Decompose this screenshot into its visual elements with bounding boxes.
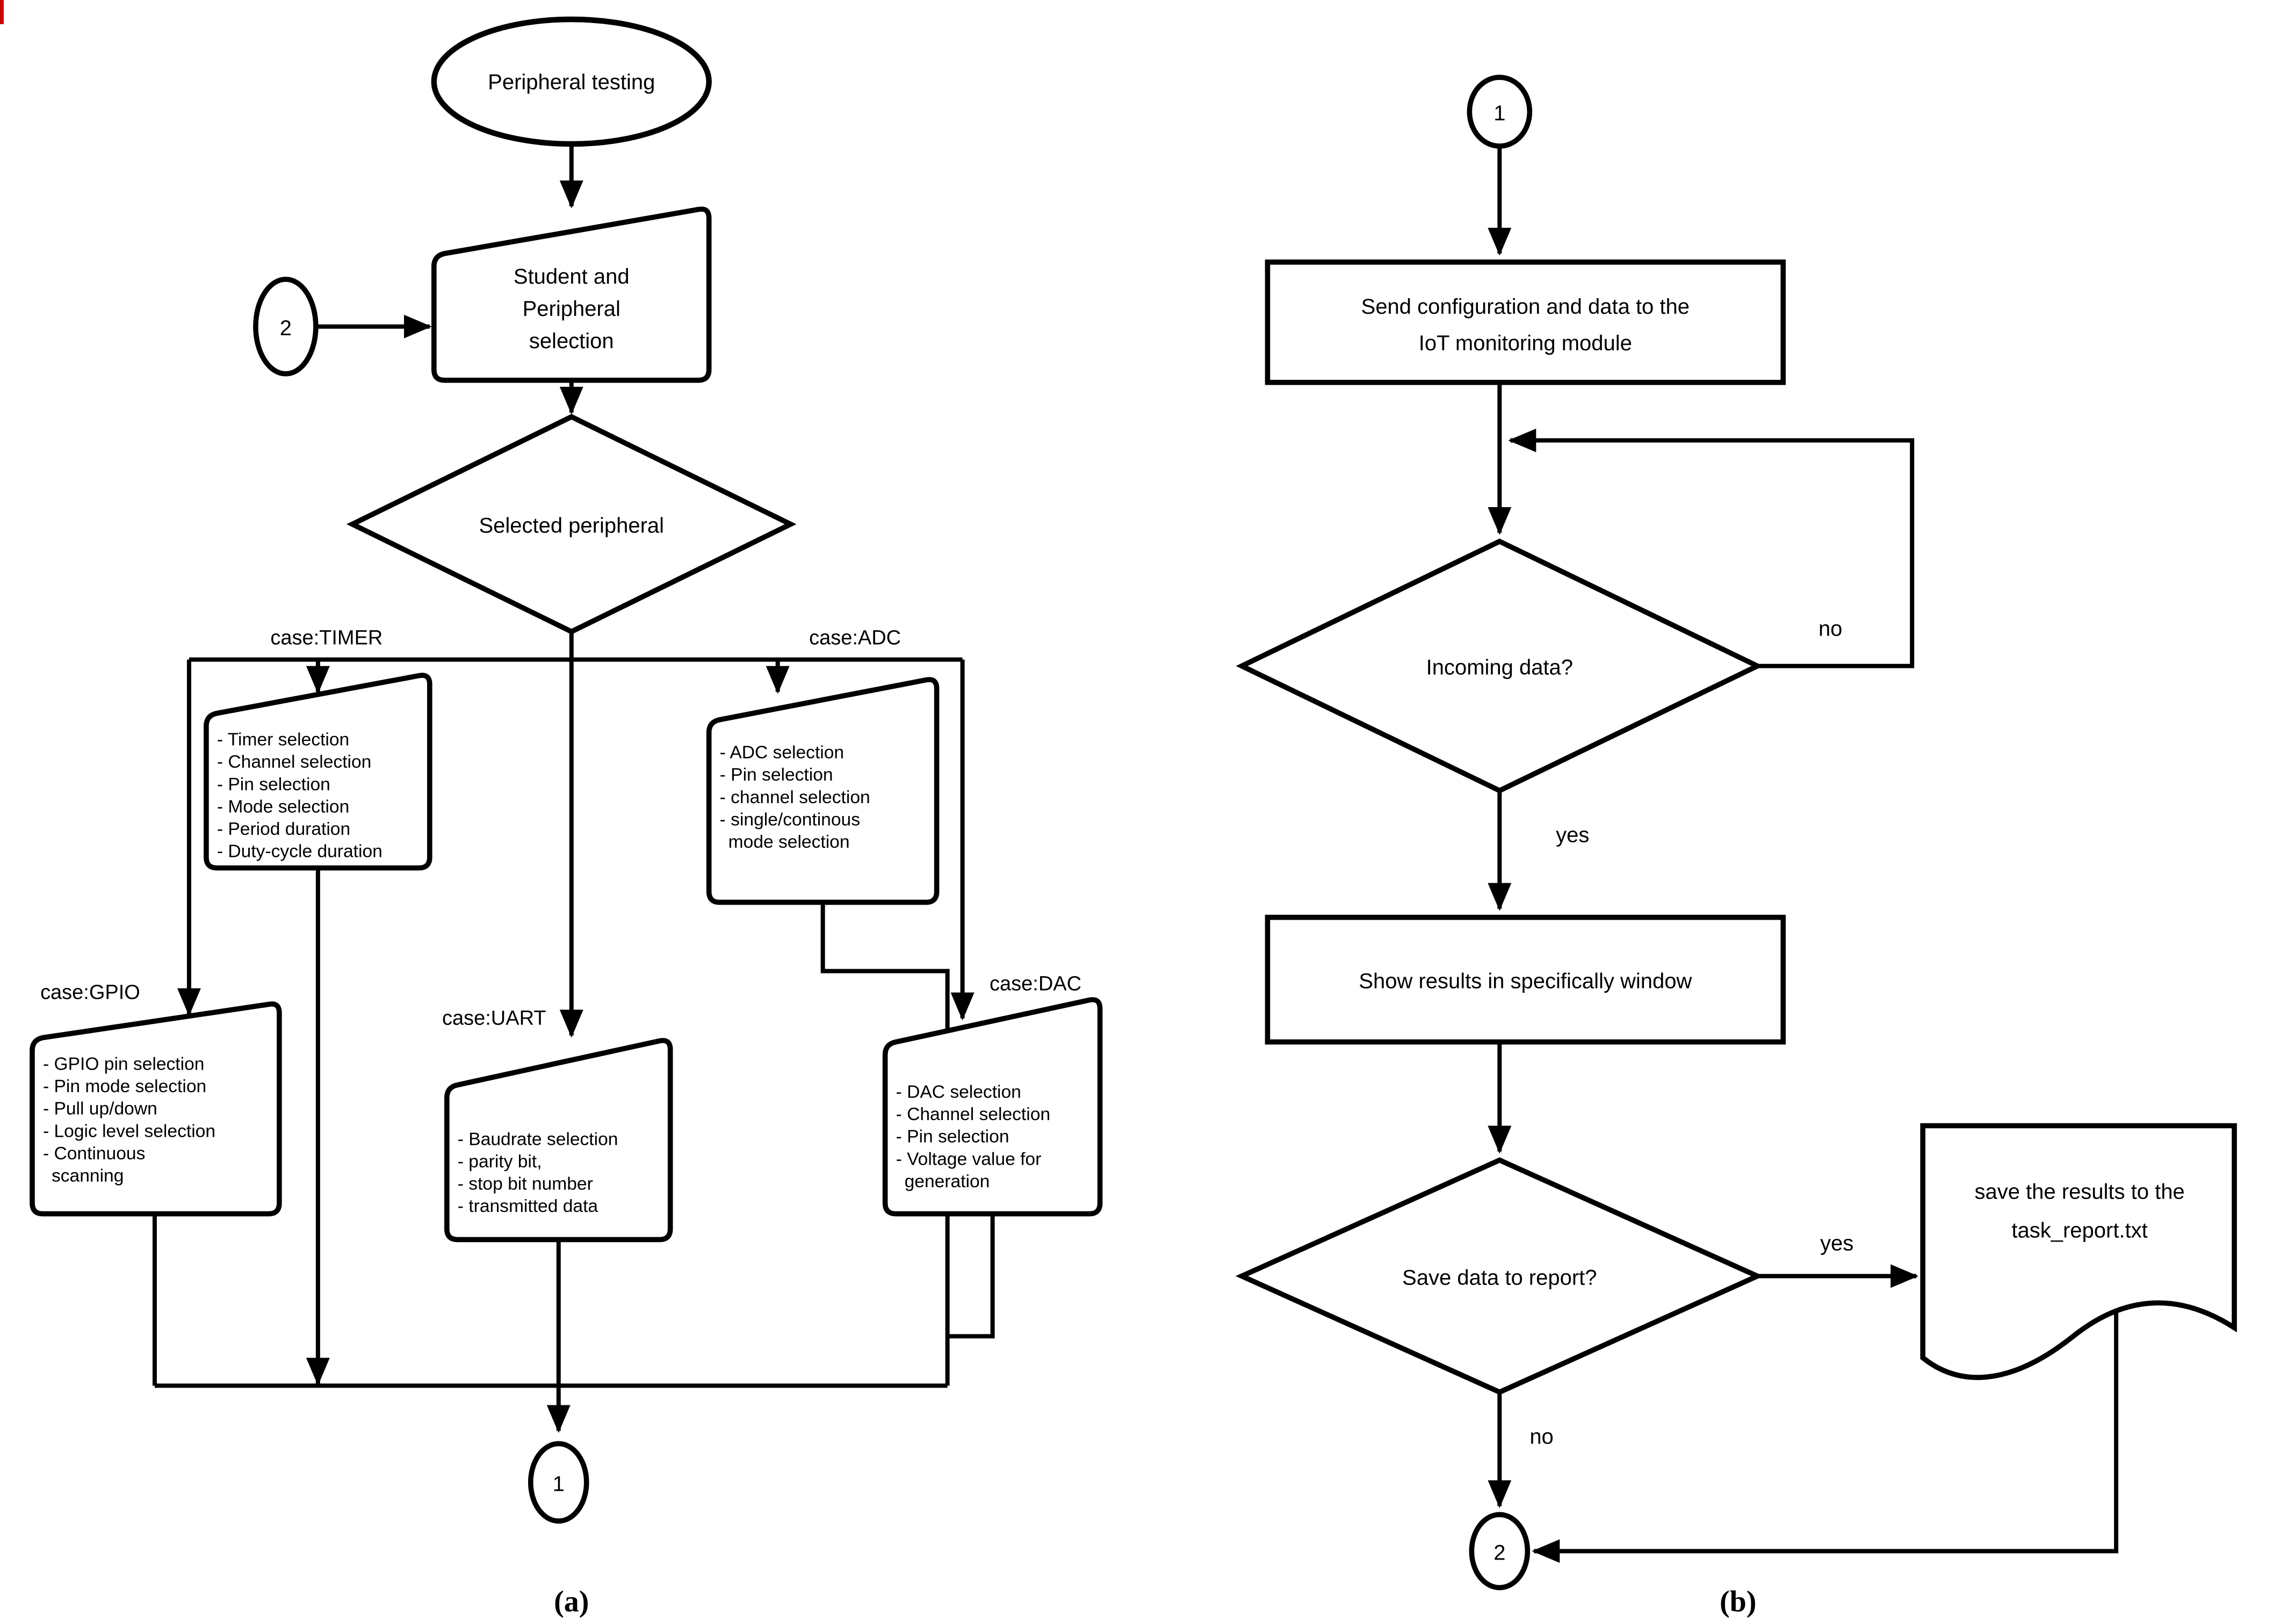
timer-item: - Duty-cycle duration (217, 842, 383, 862)
gpio-item: - Pin mode selection (43, 1077, 206, 1096)
gpio-item: - Continuous (43, 1144, 145, 1164)
adc-card (706, 677, 940, 905)
dac-item: - DAC selection (896, 1082, 1021, 1102)
timer-item: - Pin selection (217, 775, 330, 795)
gpio-item: - Pull up/down (43, 1099, 157, 1119)
gpio-card (30, 1001, 282, 1217)
connector-circle-2-in-label: 2 (280, 316, 292, 340)
chart-a: Peripheral testing 2 Student and Periphe… (30, 16, 1103, 1618)
case-timer-label: case:TIMER (270, 627, 383, 649)
incoming-data-label: Incoming data? (1426, 656, 1573, 680)
case-gpio-label: case:GPIO (40, 981, 140, 1004)
dac-card (882, 997, 1103, 1217)
connector-circle-1-out (528, 1441, 589, 1524)
uart-item: - parity bit, (458, 1152, 542, 1172)
save-data-label: Save data to report? (1402, 1266, 1597, 1289)
timer-item: - Channel selection (217, 752, 371, 772)
uart-item: - transmitted data (458, 1196, 598, 1216)
no-feedback-loop (1508, 428, 1915, 668)
dac-item: - Pin selection (896, 1127, 1009, 1147)
selection-card-line2: Peripheral (523, 297, 620, 321)
connector-circle-1-in-label: 1 (1493, 102, 1505, 125)
selected-peripheral-decision (346, 414, 797, 635)
gpio-item: - GPIO pin selection (43, 1055, 204, 1074)
caption-a: (a) (554, 1585, 589, 1618)
start-oval-label: Peripheral testing (488, 70, 655, 94)
task-report-line2: task_report.txt (2011, 1218, 2147, 1242)
scan-edge-artifact (0, 0, 4, 25)
timer-card (204, 673, 432, 871)
uart-item: - Baudrate selection (458, 1129, 618, 1149)
task-report-line1: save the results to the (1974, 1180, 2184, 1203)
save-no-label: no (1529, 1425, 1553, 1448)
adc-item: - Pin selection (720, 765, 833, 785)
show-results-label: Show results in specifically window (1359, 970, 1692, 993)
save-yes-label: yes (1820, 1231, 1853, 1255)
start-oval (431, 16, 712, 147)
send-config-line2: IoT monitoring module (1419, 331, 1632, 355)
timer-item: - Mode selection (217, 797, 349, 817)
dac-item: generation (905, 1172, 990, 1192)
save-data-decision (1235, 1157, 1764, 1395)
task-report-document (1920, 1123, 2237, 1380)
connector-circle-2-in (253, 277, 319, 377)
selection-card-line1: Student and (514, 265, 630, 288)
timer-item: - Timer selection (217, 730, 349, 750)
send-config-line1: Send configuration and data to the (1361, 295, 1690, 319)
adc-item: - ADC selection (720, 743, 844, 763)
connector-circle-2-out (1469, 1512, 1531, 1591)
dac-item: - Channel selection (896, 1105, 1050, 1124)
selected-peripheral-label: Selected peripheral (479, 514, 664, 538)
adc-item: - channel selection (720, 788, 870, 807)
gpio-item: - Logic level selection (43, 1121, 215, 1141)
caption-b: (b) (1720, 1585, 1756, 1618)
uart-card (444, 1038, 673, 1243)
dac-item: - Voltage value for (896, 1149, 1042, 1169)
connector-circle-1-out-label: 1 (553, 1472, 565, 1496)
incoming-no-label: no (1819, 617, 1842, 641)
timer-item: - Period duration (217, 819, 350, 839)
gpio-item: scanning (52, 1166, 124, 1186)
edge-dac-to-collectline (947, 1214, 995, 1339)
send-config-box (1265, 259, 1786, 385)
connector-circle-1-in (1467, 75, 1533, 149)
incoming-data-decision (1236, 538, 1764, 793)
chart-b: 1 Send configuration and data to the IoT… (1235, 75, 2237, 1618)
incoming-yes-label: yes (1556, 824, 1589, 847)
case-adc-label: case:ADC (809, 627, 901, 649)
show-results-box (1265, 914, 1786, 1045)
adc-item: mode selection (728, 832, 850, 852)
edge-document-to-connector2 (1532, 1310, 2119, 1563)
connector-circle-2-out-label: 2 (1493, 1541, 1505, 1564)
case-uart-label: case:UART (442, 1007, 546, 1030)
adc-item: - single/continous (720, 810, 860, 829)
selection-card-line3: selection (529, 329, 614, 353)
case-dac-label: case:DAC (990, 973, 1081, 995)
selection-card (431, 206, 712, 383)
uart-item: - stop bit number (458, 1174, 593, 1194)
